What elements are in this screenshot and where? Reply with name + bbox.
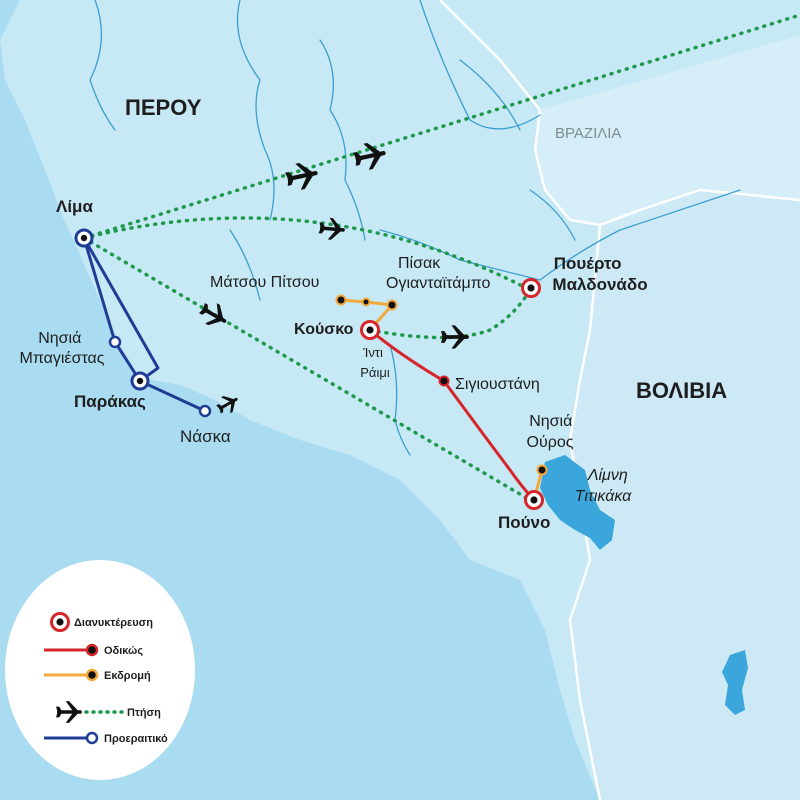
rivers bbox=[89, 0, 741, 456]
label-lima: Λίμα bbox=[56, 197, 93, 216]
machu-picchu-dot bbox=[335, 294, 347, 306]
nasca-dot bbox=[198, 404, 212, 418]
land-bolivia bbox=[570, 190, 800, 800]
legend-label-flight: Πτήση bbox=[127, 707, 161, 719]
label-puerto-maldonado: Πουέρτο Μαλδονάδο bbox=[552, 254, 647, 294]
country-label-peru: ΠΕΡΟΥ bbox=[125, 95, 202, 120]
country-label-bolivia: ΒΟΛΙΒΙΑ bbox=[636, 378, 727, 403]
ballestas-dot bbox=[108, 335, 122, 349]
legend-label-excursion: Εκδρομή bbox=[104, 670, 151, 682]
label-paracas: Παράκας bbox=[74, 392, 146, 411]
pisac-dot bbox=[361, 297, 371, 307]
label-lake-titicaca: Λίμνη Τιτικάκα bbox=[575, 467, 632, 505]
legend-panel bbox=[5, 560, 195, 780]
ollantaytambo-dot bbox=[386, 299, 398, 311]
label-cusco: Κούσκο bbox=[294, 321, 354, 338]
label-machu-picchu: Μάτσου Πίτσου bbox=[210, 274, 319, 291]
label-inti-raymi: Ίντι Ράιμι bbox=[360, 345, 390, 380]
legend-item-excursion: Εκδρομή bbox=[44, 668, 151, 682]
legend-item-road: Οδικώς bbox=[44, 643, 143, 657]
label-sillustani: Σιγιουστάνη bbox=[455, 376, 540, 393]
land-brazil bbox=[535, 35, 800, 225]
legend-item-overnight: Διανυκτέρευση bbox=[50, 612, 153, 632]
country-label-brazil: ΒΡΑΖΙΛΙΑ bbox=[555, 125, 621, 142]
label-nasca: Νάσκα bbox=[180, 427, 231, 446]
label-pisac-ollantaytambo: Πίσακ Ογιανταϊτάμπο bbox=[386, 255, 491, 292]
legend: Διανυκτέρευση Οδικώς Εκδρομή Πτήση Προερ… bbox=[5, 560, 195, 780]
label-ballestas: Νησιά Μπαγιέστας bbox=[19, 330, 104, 367]
road-route bbox=[369, 328, 536, 502]
legend-label-road: Οδικώς bbox=[104, 645, 143, 657]
overnight-marker-icon bbox=[524, 490, 544, 510]
lake-poopo bbox=[722, 650, 748, 715]
lake-titicaca bbox=[540, 455, 615, 550]
legend-item-flight: Πτήση bbox=[56, 701, 161, 723]
flight-routes bbox=[82, 13, 800, 502]
uros-dot bbox=[536, 464, 548, 476]
legend-label-overnight: Διανυκτέρευση bbox=[74, 617, 153, 629]
legend-item-optional: Προεραιτικό bbox=[44, 731, 168, 745]
optional-dots bbox=[108, 335, 212, 418]
optional-hubs bbox=[74, 228, 150, 391]
legend-label-optional: Προεραιτικό bbox=[104, 733, 168, 745]
label-puno: Πούνο bbox=[498, 513, 550, 532]
overnight-marker-icon bbox=[360, 320, 380, 340]
sillustani-dot bbox=[438, 375, 450, 387]
stop-dots bbox=[335, 294, 548, 476]
overnight-marker-icon bbox=[521, 278, 541, 298]
label-uros-islands: Νησιά Ούρος bbox=[527, 413, 577, 451]
